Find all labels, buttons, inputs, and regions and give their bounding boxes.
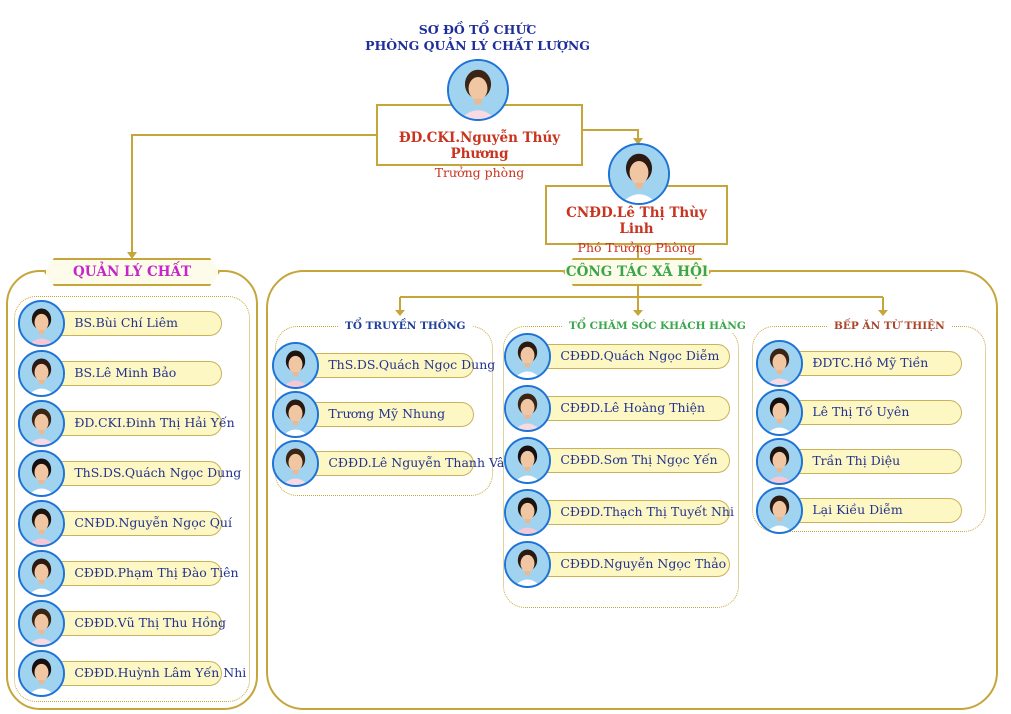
- member-name: CĐĐD.Vũ Thị Thu Hồng: [74, 615, 227, 630]
- member-name-pill: CĐĐD.Huỳnh Lâm Yến Nhi: [43, 661, 246, 686]
- member-name: ThS.DS.Quách Ngọc Dung: [74, 465, 242, 480]
- member-name: CNĐD.Nguyễn Ngọc Quí: [74, 515, 232, 530]
- member-name-pill: BS.Lê Minh Bảo: [43, 361, 222, 386]
- member-name: CĐĐD.Lê Hoàng Thiện: [560, 400, 706, 415]
- member-name-pill: ThS.DS.Quách Ngọc Dung: [43, 461, 241, 486]
- quality-dotted-frame: [14, 296, 250, 702]
- member-avatar: [18, 300, 65, 347]
- member-name-pill: BS.Bùi Chí Liêm: [43, 311, 222, 336]
- member-name-pill: CNĐD.Nguyễn Ngọc Quí: [43, 511, 232, 536]
- member-name: CĐĐD.Nguyễn Ngọc Thảo: [560, 556, 727, 571]
- member-name: CĐĐD.Phạm Thị Đào Tiên: [74, 565, 239, 580]
- member-avatar: [504, 437, 551, 484]
- head-name: ĐD.CKI.Nguyễn Thúy Phương: [398, 130, 561, 162]
- member-name-pill: ĐDTC.Hồ Mỹ Tiền: [781, 351, 962, 376]
- head-box: ĐD.CKI.Nguyễn Thúy Phương Trưởng phòng: [376, 104, 583, 180]
- member-name: CĐĐD.Sơn Thị Ngọc Yến: [560, 452, 718, 467]
- deputy-role: Phó Trưởng Phòng: [577, 240, 696, 255]
- member-name-pill: Trương Mỹ Nhung: [297, 402, 474, 427]
- member-name: CĐĐD.Huỳnh Lâm Yến Nhi: [74, 665, 247, 680]
- member-avatar: [18, 350, 65, 397]
- member-avatar: [756, 487, 803, 534]
- member-name-pill: ĐD.CKI.Đinh Thị Hải Yến: [43, 411, 235, 436]
- member-name: CĐĐD.Quách Ngọc Diễm: [560, 348, 720, 363]
- member-avatar: [18, 450, 65, 497]
- social-banner: CÔNG TÁC XÃ HỘI: [563, 258, 711, 286]
- care-group-title: TỔ CHĂM SÓC KHÁCH HÀNG: [563, 319, 752, 333]
- quality-banner: QUẢN LÝ CHẤT LƯỢNG: [44, 258, 220, 286]
- chart-title-line1: SƠ ĐỒ TỔ CHỨC: [418, 22, 537, 37]
- member-name-pill: CĐĐD.Quách Ngọc Diễm: [529, 344, 730, 369]
- chart-title-line2: PHÒNG QUẢN LÝ CHẤT LƯỢNG: [365, 38, 590, 53]
- member-name: ĐD.CKI.Đinh Thị Hải Yến: [74, 415, 235, 430]
- member-name-pill: CĐĐD.Lê Nguyễn Thanh Vân: [297, 451, 512, 476]
- member-name: CĐĐD.Thạch Thị Tuyết Nhi: [560, 504, 734, 519]
- head-avatar: [447, 59, 509, 121]
- kitchen-group-title: BẾP ĂN TỪ THIỆN: [828, 319, 951, 333]
- member-name-pill: CĐĐD.Thạch Thị Tuyết Nhi: [529, 500, 734, 525]
- member-name: Lại Kiều Diễm: [812, 502, 903, 517]
- member-name-pill: CĐĐD.Phạm Thị Đào Tiên: [43, 561, 239, 586]
- member-avatar: [504, 385, 551, 432]
- member-avatar: [272, 440, 319, 487]
- member-avatar: [18, 550, 65, 597]
- member-name: BS.Lê Minh Bảo: [74, 365, 177, 380]
- member-avatar: [18, 400, 65, 447]
- social-title: CÔNG TÁC XÃ HỘI: [565, 264, 709, 280]
- member-name-pill: Lại Kiều Diễm: [781, 498, 962, 523]
- member-avatar: [756, 438, 803, 485]
- member-avatar: [504, 489, 551, 536]
- member-avatar: [18, 500, 65, 547]
- member-name-pill: Lê Thị Tố Uyên: [781, 400, 962, 425]
- head-role: Trưởng phòng: [434, 165, 525, 180]
- member-name: BS.Bùi Chí Liêm: [74, 315, 178, 330]
- member-avatar: [504, 333, 551, 380]
- member-avatar: [272, 391, 319, 438]
- member-name-pill: ThS.DS.Quách Ngọc Dung: [297, 353, 495, 378]
- member-avatar: [18, 650, 65, 697]
- member-avatar: [756, 389, 803, 436]
- member-name-pill: Trần Thị Diệu: [781, 449, 962, 474]
- member-avatar: [18, 600, 65, 647]
- member-avatar: [756, 340, 803, 387]
- member-name-pill: CĐĐD.Lê Hoàng Thiện: [529, 396, 730, 421]
- member-name: Trương Mỹ Nhung: [328, 406, 446, 421]
- member-avatar: [504, 541, 551, 588]
- member-name: CĐĐD.Lê Nguyễn Thanh Vân: [328, 455, 513, 470]
- member-avatar: [272, 342, 319, 389]
- member-name: ĐDTC.Hồ Mỹ Tiền: [812, 355, 929, 370]
- media-group-title: TỔ TRUYỀN THÔNG: [339, 319, 472, 333]
- member-name-pill: CĐĐD.Sơn Thị Ngọc Yến: [529, 448, 730, 473]
- member-name-pill: CĐĐD.Vũ Thị Thu Hồng: [43, 611, 226, 636]
- member-name-pill: CĐĐD.Nguyễn Ngọc Thảo: [529, 552, 730, 577]
- deputy-avatar: [608, 143, 670, 205]
- deputy-name: CNĐD.Lê Thị Thùy Linh: [566, 205, 707, 237]
- member-name: ThS.DS.Quách Ngọc Dung: [328, 357, 496, 372]
- member-name: Lê Thị Tố Uyên: [812, 404, 910, 419]
- member-name: Trần Thị Diệu: [812, 453, 901, 468]
